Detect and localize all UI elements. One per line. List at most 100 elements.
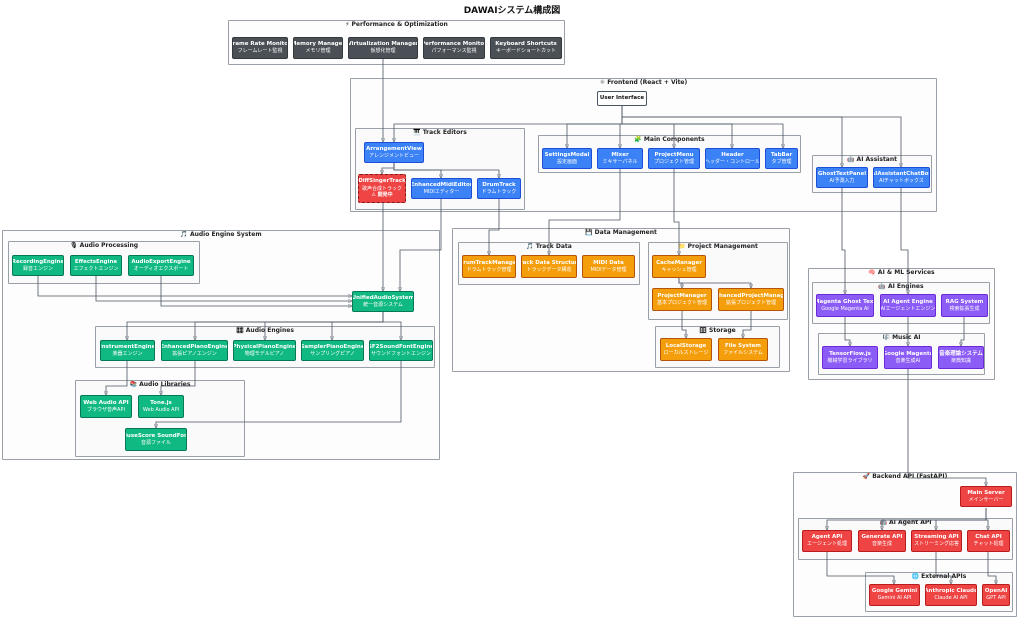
group-label: 🧠 AI & ML Services <box>868 269 935 276</box>
node-unified-audio-system: UnifiedAudioSystem 統一音源システム <box>352 291 414 312</box>
node-title: Anthropic Claude <box>925 588 977 595</box>
node-subtitle: 楽器エンジン <box>112 350 143 357</box>
node-subtitle: キャッシュ管理 <box>661 266 697 273</box>
node-subtitle: エージェント処理 <box>807 541 847 548</box>
node-title: LocalStorage <box>665 342 707 349</box>
node-subtitle: パフォーマンス監視 <box>431 48 477 55</box>
node-subtitle: 音楽生成 <box>871 541 892 548</box>
node-title: InstrumentEngine <box>100 343 155 350</box>
node-ai-agent-engine: AI Agent Engine AIエージェントエンジン <box>880 294 936 317</box>
node-subtitle: サウンドフォントエンジン <box>371 350 432 357</box>
node-title: 音楽理論システム <box>939 350 983 357</box>
node-title: RecordingEngine <box>12 258 64 265</box>
node-subtitle: ブラウザ音声API <box>87 406 125 413</box>
node-title: EnhancedPianoEngine <box>161 343 228 350</box>
node-subtitle: Gemini AI API <box>877 595 912 602</box>
node-memory-manager: Memory Manager メモリ管理 <box>293 37 343 59</box>
node-arrangement-view: ArrangementView アレンジメントビュー <box>364 142 424 163</box>
node-subtitle: 仮想化管理 <box>370 48 396 55</box>
node-keyboard-shortcuts: Keyboard Shortcuts キーボードショートカット <box>490 37 562 59</box>
node-cache-manager: CacheManager キャッシュ管理 <box>652 255 706 278</box>
node-title: File System <box>724 342 762 349</box>
node-title: Chat API <box>975 534 1002 541</box>
node-project-menu: ProjectMenu プロジェクト管理 <box>648 148 700 169</box>
node-local-storage: LocalStorage ローカルストレージ <box>660 338 712 361</box>
node-subtitle: 機械学習ライブラリ <box>827 357 873 364</box>
node-openai: OpenAI GPT API <box>982 584 1010 606</box>
group-label: 🎹 Track Editors <box>413 129 467 136</box>
node-title: TensorFlow.js <box>829 350 871 357</box>
node-subtitle: AIエージェントエンジン <box>880 305 936 312</box>
node-title: CacheManager <box>656 259 702 266</box>
node-warning-badge: ⚠ 開発中 <box>371 192 393 199</box>
node-ghost-text-panel: GhostTextPanel AI予測入力 <box>816 167 868 188</box>
node-title: Google Gemini <box>871 588 918 595</box>
node-magenta-ghost-text: Magenta Ghost Text Google Magenta AI <box>816 294 874 317</box>
node-title: Virtualization Manager <box>348 41 418 48</box>
node-subtitle: ドラムトラック管理 <box>466 266 512 273</box>
node-title: Keyboard Shortcuts <box>495 41 557 48</box>
node-subtitle: 物理モデルピアノ <box>244 350 285 357</box>
node-title: MIDI Data <box>593 259 624 266</box>
node-title: EffectsEngine <box>74 258 118 265</box>
group-label: 📁 Project Management <box>678 243 758 250</box>
node-title: UnifiedAudioSystem <box>352 294 414 301</box>
node-title: DiffSingerTrack <box>358 178 406 185</box>
node-tensorflow-js: TensorFlow.js 機械学習ライブラリ <box>822 346 878 369</box>
node-title: Header <box>721 151 744 158</box>
node-title: SamplerPianoEngine <box>301 343 364 350</box>
node-subtitle: ドラムトラック <box>481 188 517 195</box>
node-title: EnhancedMidiEditor <box>411 181 472 188</box>
node-drum-track-manager: DrumTrackManager ドラムトラック管理 <box>462 255 516 278</box>
node-google-magenta: Google Magenta 音楽生成AI <box>884 346 932 369</box>
node-title: SettingsModal <box>544 151 590 158</box>
node-subtitle: プロジェクト管理 <box>653 158 694 165</box>
node-physical-piano-engine: PhysicalPianoEngine 物理モデルピアノ <box>233 340 296 361</box>
node-subtitle: ファイルシステム <box>723 349 763 356</box>
group-label: 🎙 Audio Processing <box>69 242 139 249</box>
node-title: Streaming API <box>914 534 959 541</box>
node-title: ArrangementView <box>366 145 422 152</box>
group-label: 🗄 Storage <box>699 327 736 334</box>
node-title: MuseScore SoundFont <box>126 432 186 439</box>
node-title: Generate API <box>861 534 903 541</box>
node-tone-js: Tone.js Web Audio API <box>138 395 184 418</box>
node-main-server: Main Server メインサーバー <box>960 486 1012 507</box>
node-title: ProjectMenu <box>654 151 694 158</box>
node-track-data-structure: Track Data Structure トラックデータ構造 <box>521 255 577 278</box>
node-effects-engine: EffectsEngine エフェクトエンジン <box>70 255 122 276</box>
node-mixer: Mixer ミキサーパネル <box>597 148 643 169</box>
node-title: OpenAI <box>984 588 1008 595</box>
group-label: 🤖 AI Agent API <box>879 519 932 526</box>
node-title: TabBar <box>770 151 793 158</box>
node-music-theory-system: 音楽理論システム 楽典知識 <box>938 346 984 369</box>
node-subtitle: トラックデータ構造 <box>526 266 572 273</box>
group-label: ⚡ Performance & Optimization <box>345 21 448 28</box>
group-label: 🧩 Main Components <box>634 136 705 143</box>
node-performance-monitor: Performance Monitor パフォーマンス監視 <box>423 37 485 59</box>
node-ai-assistant-chatbox: AIAssistantChatBox AIチャットボックス <box>873 167 930 188</box>
node-title: AI Agent Engine <box>883 298 933 305</box>
node-title: PhysicalPianoEngine <box>233 343 296 350</box>
node-title: Tone.js <box>150 399 172 406</box>
node-agent-api: Agent API エージェント処理 <box>802 530 852 552</box>
node-subtitle: 音源ファイル <box>140 439 171 446</box>
group-label: 💾 Data Management <box>585 229 657 236</box>
node-diffsinger-track: DiffSingerTrack 歌声合成トラック ⚠ 開発中 <box>358 174 406 203</box>
group-label: 🌐 External APIs <box>911 573 967 580</box>
node-streaming-api: Streaming API ストリーミング応答 <box>911 530 962 552</box>
node-subtitle: MIDIデータ管理 <box>590 266 627 273</box>
node-subtitle: ストリーミング応答 <box>913 541 959 548</box>
node-sf2-soundfont-engine: SF2SoundFontEngine サウンドフォントエンジン <box>369 340 433 361</box>
node-anthropic-claude: Anthropic Claude Claude AI API <box>925 584 977 606</box>
node-subtitle: ミキサーパネル <box>602 158 638 165</box>
node-subtitle: 歌声合成トラック <box>361 185 402 192</box>
group-label: 🚀 Backend API (FastAPI) <box>862 473 948 480</box>
node-title: RAG System <box>945 298 984 305</box>
node-title: AIAssistantChatBox <box>873 170 930 177</box>
node-title: DrumTrack <box>482 181 516 188</box>
node-subtitle: 統一音源システム <box>363 301 403 308</box>
group-label: 🎵 Track Data <box>526 243 572 250</box>
diagram-title: DAWAIシステム構成図 <box>463 6 561 16</box>
